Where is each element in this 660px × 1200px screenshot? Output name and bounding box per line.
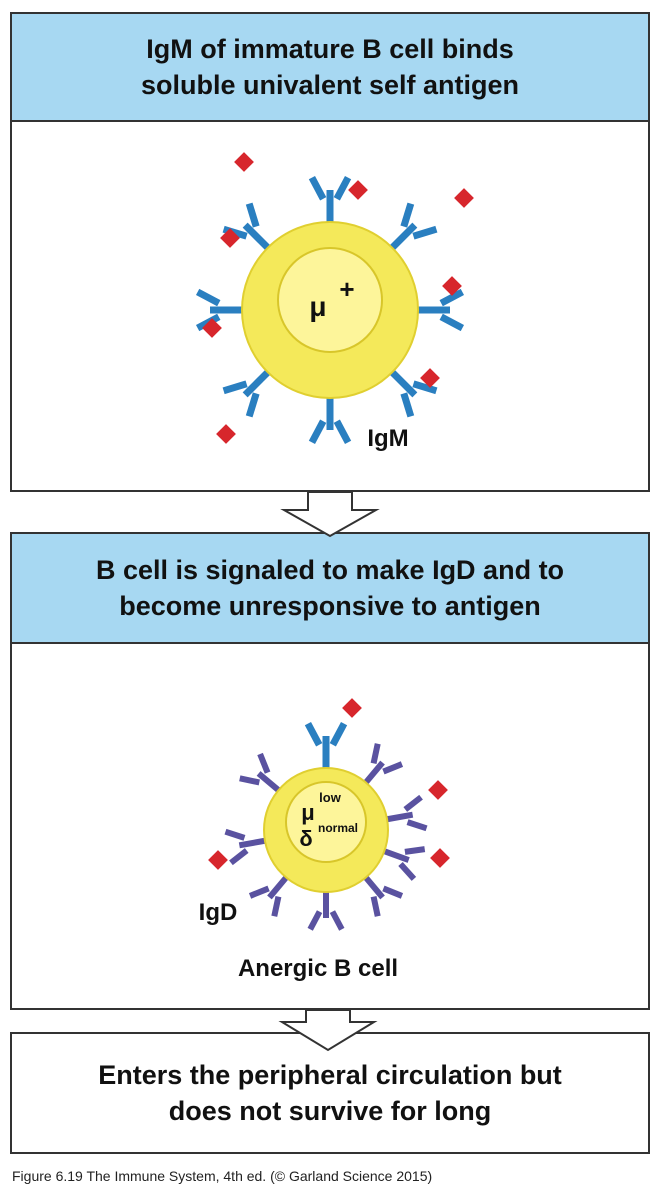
igd-label: IgD <box>199 899 238 926</box>
igm-receptor <box>308 398 352 445</box>
down-arrow-2 <box>278 1009 378 1052</box>
igm-receptor <box>418 288 465 332</box>
down-arrow-1 <box>280 491 380 538</box>
antigen <box>342 698 362 718</box>
igd-receptor <box>223 822 269 866</box>
cell-sup-normal: normal <box>318 821 358 835</box>
panel2-header-line1: B cell is signaled to make IgD and to <box>95 555 565 585</box>
cell-label-mu: μ <box>309 291 326 322</box>
panel1-header-line2: soluble univalent self antigen <box>140 70 520 100</box>
panel2-header: B cell is signaled to make IgD and to be… <box>10 532 650 644</box>
antigen <box>348 180 368 200</box>
cell-sup-plus: + <box>339 274 354 304</box>
panel3-box: Enters the peripheral circulation but do… <box>10 1032 650 1154</box>
b-cell-anergic <box>263 767 389 893</box>
anergic-cell-label: Anergic B cell <box>238 955 398 982</box>
antigen <box>216 424 236 444</box>
antigen <box>234 152 254 172</box>
igd-receptor <box>383 794 429 838</box>
panel3-line1: Enters the peripheral circulation but <box>98 1060 562 1090</box>
antigen <box>208 850 228 870</box>
igm-receptor <box>195 288 242 332</box>
igm-receptor-low <box>304 721 348 768</box>
antigen <box>454 188 474 208</box>
panel1-header: IgM of immature B cell binds soluble uni… <box>10 12 650 122</box>
figure-caption: Figure 6.19 The Immune System, 4th ed. (… <box>12 1168 433 1184</box>
igm-label: IgM <box>367 425 408 452</box>
panel2-header-line2: become unresponsive to antigen <box>119 591 541 621</box>
cell-sup-low: low <box>319 790 342 805</box>
panel1-header-line1: IgM of immature B cell binds <box>146 34 514 64</box>
antigen <box>428 780 448 800</box>
cell-label-mu-low: μ <box>301 800 314 825</box>
igd-receptor <box>307 892 345 931</box>
b-cell-immature <box>241 221 419 399</box>
igm-receptor <box>308 175 352 222</box>
panel3-line2: does not survive for long <box>168 1096 492 1126</box>
antigen <box>430 848 450 868</box>
cell-label-delta: δ <box>299 826 312 851</box>
